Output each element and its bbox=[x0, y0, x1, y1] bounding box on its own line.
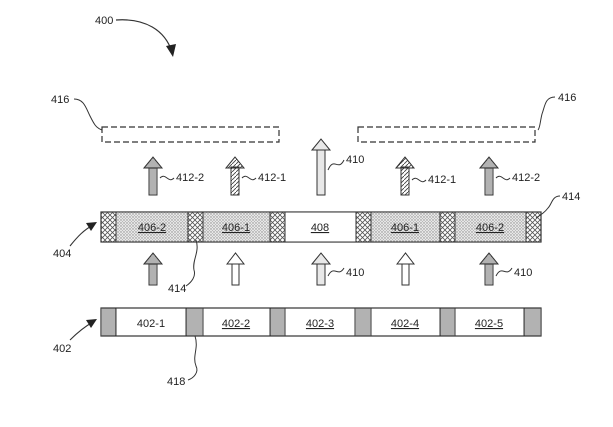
bottom-cell-1: 402-1 bbox=[137, 318, 165, 330]
bottom-cell-4: 402-4 bbox=[391, 318, 419, 330]
arrowhead-402 bbox=[86, 319, 97, 328]
leader-418 bbox=[187, 335, 198, 381]
leader-a4 bbox=[411, 177, 427, 183]
bottom-cell-2: 402-2 bbox=[222, 318, 250, 330]
leader-a5 bbox=[495, 175, 511, 181]
label-418: 418 bbox=[167, 376, 185, 388]
bottom-cell-5: 402-5 bbox=[475, 318, 503, 330]
label-416-left: 416 bbox=[51, 94, 69, 106]
leader-416-right bbox=[537, 96, 556, 131]
label-404: 404 bbox=[53, 248, 71, 260]
fig-arrowhead bbox=[166, 44, 176, 57]
lower-arrows bbox=[142, 252, 500, 286]
dashed-box-right bbox=[357, 126, 536, 143]
label-b2: 410 bbox=[514, 267, 532, 279]
mid-cell-5: 406-2 bbox=[476, 222, 504, 234]
label-414-right: 414 bbox=[562, 191, 580, 203]
label-a1: 412-2 bbox=[176, 172, 204, 184]
fig-label: 400 bbox=[95, 15, 113, 27]
leader-a3 bbox=[327, 159, 345, 171]
label-a4: 412-1 bbox=[428, 174, 456, 186]
label-a5: 412-2 bbox=[512, 172, 540, 184]
leader-b1 bbox=[327, 267, 345, 277]
mid-cell-2: 406-1 bbox=[222, 222, 250, 234]
fig-arrow bbox=[115, 19, 173, 53]
middle-row bbox=[100, 211, 542, 243]
label-416-right: 416 bbox=[558, 92, 576, 104]
leader-414-right bbox=[535, 195, 561, 219]
mid-cell-4: 406-1 bbox=[391, 222, 419, 234]
leader-416-left bbox=[73, 98, 103, 131]
label-a3: 410 bbox=[346, 154, 364, 166]
bottom-row bbox=[100, 307, 542, 337]
arrowhead-404 bbox=[86, 222, 97, 231]
mid-cell-1: 406-2 bbox=[138, 222, 166, 234]
dashed-box-left bbox=[101, 126, 280, 143]
leader-b2 bbox=[495, 267, 513, 277]
upper-arrows bbox=[142, 138, 500, 196]
leader-a1 bbox=[159, 175, 175, 181]
label-402: 402 bbox=[53, 343, 71, 355]
bottom-cell-3: 402-3 bbox=[306, 318, 334, 330]
leader-a2 bbox=[241, 175, 257, 181]
mid-cell-3: 408 bbox=[311, 222, 329, 234]
leader-414-under bbox=[185, 239, 198, 287]
label-a2: 412-1 bbox=[258, 172, 286, 184]
label-b1: 410 bbox=[346, 267, 364, 279]
label-414-under: 414 bbox=[168, 283, 186, 295]
